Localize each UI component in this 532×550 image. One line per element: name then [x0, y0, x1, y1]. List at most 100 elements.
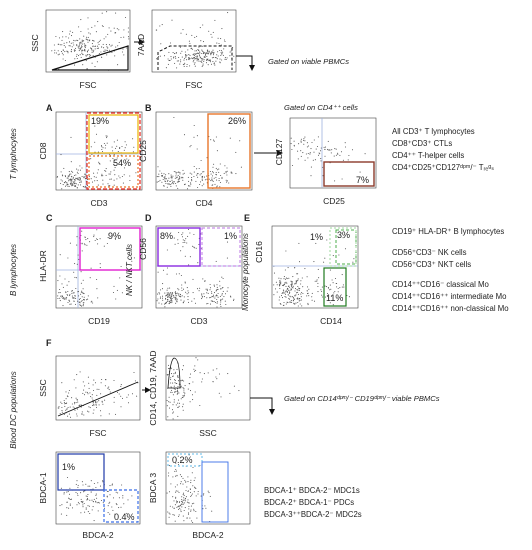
event-dot [311, 296, 313, 298]
event-dot [166, 180, 168, 182]
event-dot [176, 474, 178, 476]
event-dot [95, 133, 98, 135]
event-dot [203, 373, 205, 375]
event-dot [167, 179, 169, 181]
event-dot [216, 284, 218, 286]
event-dot [174, 296, 176, 298]
event-dot [159, 55, 161, 57]
event-dot [82, 288, 84, 290]
event-dot [62, 49, 64, 51]
event-dot [159, 297, 161, 299]
event-dot [116, 289, 118, 291]
event-dot [76, 374, 78, 376]
event-dot [66, 507, 68, 509]
event-dot [109, 501, 111, 503]
event-dot [285, 303, 287, 305]
event-dot [175, 294, 177, 296]
event-dot [84, 385, 86, 387]
event-dot [351, 149, 354, 151]
event-dot [176, 67, 178, 69]
event-dot [77, 484, 79, 486]
event-dot [194, 302, 197, 304]
event-dot [70, 178, 72, 180]
event-dot [179, 173, 181, 175]
event-dot [195, 495, 197, 497]
event-dot [58, 53, 60, 55]
event-dot [294, 288, 297, 290]
event-dot [66, 293, 68, 296]
event-dot [171, 182, 173, 185]
event-dot [75, 55, 78, 57]
event-dot [197, 186, 199, 189]
event-dot [73, 292, 75, 294]
event-dot [211, 296, 213, 298]
event-dot [119, 147, 121, 149]
event-dot [67, 290, 69, 293]
event-dot [201, 293, 203, 295]
event-dot [194, 365, 196, 367]
event-dot [184, 481, 187, 483]
event-dot [87, 298, 89, 300]
event-dot [73, 64, 76, 66]
event-dot [81, 46, 83, 48]
event-dot [59, 288, 61, 291]
event-dot [203, 183, 205, 185]
event-dot [173, 388, 175, 390]
event-dot [181, 379, 183, 381]
event-dot [85, 239, 87, 241]
event-dot [75, 185, 77, 187]
panel-letter-f: F [46, 338, 52, 348]
event-dot [182, 483, 184, 485]
event-dot [209, 59, 211, 61]
event-dot [183, 389, 185, 391]
event-dot [75, 287, 77, 290]
event-dot [326, 148, 329, 150]
event-dot [202, 171, 204, 173]
event-dot [163, 55, 166, 57]
event-dot [157, 298, 159, 300]
event-dot [73, 181, 75, 183]
event-dot [95, 494, 97, 496]
event-dot [68, 497, 70, 499]
event-dot [87, 49, 90, 51]
event-dot [174, 56, 176, 58]
event-dot [181, 289, 183, 292]
event-dot [228, 182, 230, 184]
event-dot [65, 36, 67, 38]
event-dot [190, 495, 192, 498]
gate-cd4-a [88, 155, 139, 188]
event-dot [90, 178, 92, 180]
event-dot [181, 236, 184, 238]
event-dot [198, 49, 200, 52]
event-dot [187, 512, 190, 514]
event-dot [111, 51, 113, 54]
event-dot [95, 500, 97, 502]
event-dot [176, 292, 178, 294]
event-dot [199, 287, 201, 289]
event-dot [209, 61, 211, 63]
event-dot [193, 136, 195, 138]
event-dot [170, 368, 172, 370]
event-dot [313, 139, 315, 141]
event-dot [282, 289, 284, 291]
event-dot [191, 245, 194, 247]
event-dot [62, 54, 64, 56]
event-dot [293, 303, 295, 305]
event-dot [176, 389, 179, 391]
event-dot [206, 59, 209, 61]
event-dot [238, 390, 240, 392]
event-dot [224, 300, 226, 302]
event-dot [203, 60, 205, 63]
event-dot [216, 54, 218, 56]
event-dot [189, 65, 191, 67]
event-dot [122, 497, 124, 499]
event-dot [182, 179, 184, 181]
event-dot [184, 479, 186, 481]
event-dot [175, 52, 178, 54]
event-dot [171, 177, 173, 179]
event-dot [81, 413, 83, 415]
event-dot [206, 303, 208, 305]
event-dot [78, 258, 80, 260]
event-dot [90, 491, 92, 493]
event-dot [287, 267, 289, 269]
